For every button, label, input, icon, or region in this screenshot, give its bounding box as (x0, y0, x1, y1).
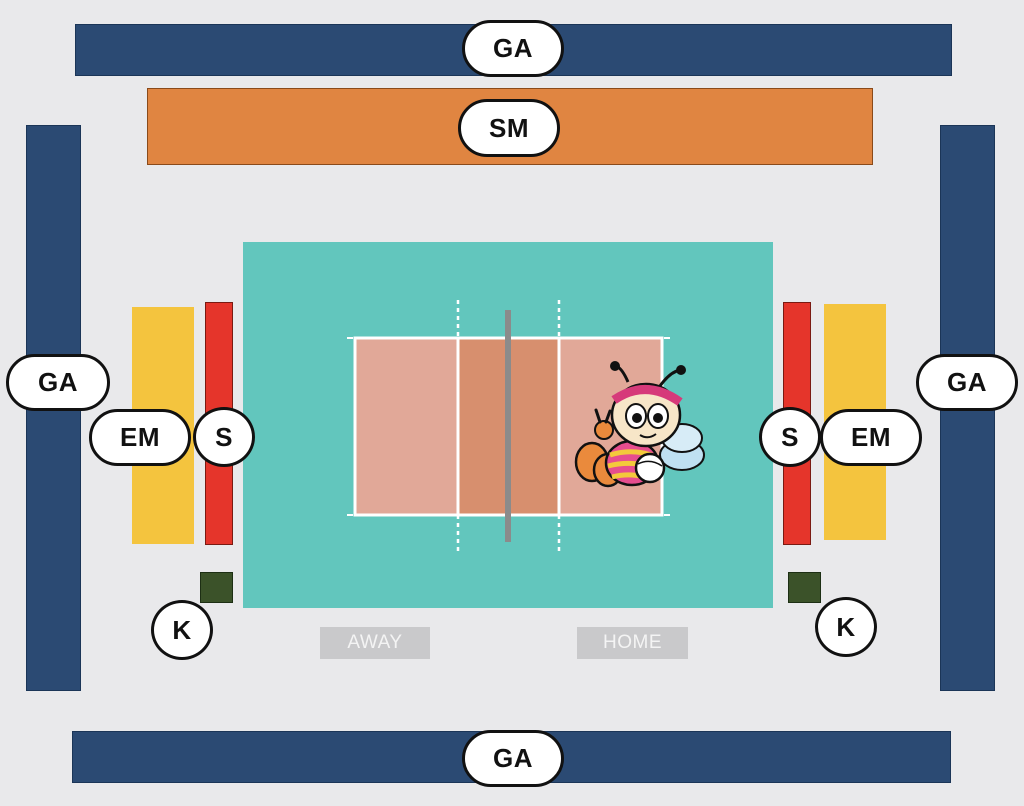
em-label-right: EM (820, 409, 922, 466)
s-label-left: S (193, 407, 255, 467)
net (505, 310, 511, 542)
ga-label-right: GA (916, 354, 1018, 411)
ga-label-bottom: GA (462, 730, 564, 787)
bee-mascot-icon (574, 361, 705, 488)
sm-label: SM (458, 99, 560, 157)
ga-label-top: GA (462, 20, 564, 77)
k-section-right[interactable] (788, 572, 821, 603)
s-label-right: S (759, 407, 821, 467)
k-label-left: K (151, 600, 213, 660)
k-section-left[interactable] (200, 572, 233, 603)
k-label-right: K (815, 597, 877, 657)
ga-label-left: GA (6, 354, 110, 411)
home-team-label: HOME (577, 627, 688, 659)
away-team-label: AWAY (320, 627, 430, 659)
em-label-left: EM (89, 409, 191, 466)
